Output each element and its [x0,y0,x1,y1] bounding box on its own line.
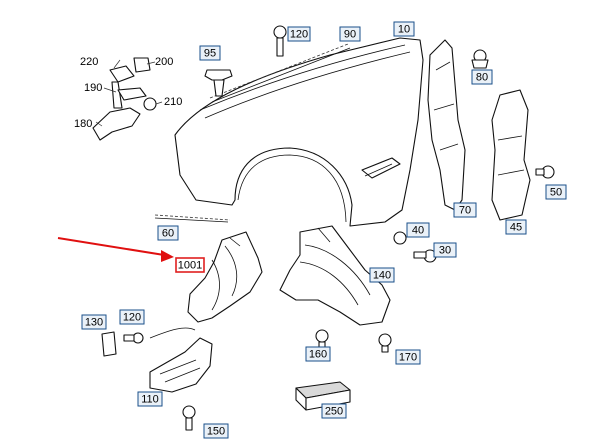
callout-label: 170 [399,352,417,364]
trim-strip [154,214,231,221]
callout-box [393,21,415,37]
callout-box [433,242,457,258]
part-label-200: 200 [155,56,173,68]
callout-170: 170 [395,349,421,365]
part-label-190: 190 [84,82,102,94]
screw-150 [182,405,196,431]
callout-box [137,391,163,407]
liner-1001 [187,231,263,323]
callout-70: 70 [453,202,477,218]
callout-box [471,69,493,85]
callout-box [406,222,430,238]
callout-box [395,349,421,365]
callout-label: 95 [204,48,216,60]
callout-50: 50 [545,184,567,200]
fender-panel [174,37,424,227]
plain-label-group: 220 200 190 210 180 [74,56,182,130]
clip-95 [204,69,233,97]
clip-130 [101,331,117,357]
screw-30 [413,249,437,263]
callout-box [199,45,221,61]
lower-panel-110 [149,337,213,393]
callout-box [305,346,331,362]
callout-label: 160 [309,349,327,361]
callout-box [157,225,179,241]
bracket-70 [427,39,466,211]
callout-110: 110 [137,391,163,407]
callout-250: 250 [321,403,347,419]
wheel-arch-liner-140 [279,225,391,326]
clip-80 [471,49,489,69]
bracket-45 [491,89,531,221]
hinge-assembly [92,57,163,141]
callout-box [81,314,107,330]
callout-label: 130 [85,317,103,329]
callout-120: 120 [287,26,311,42]
callout-box [203,423,229,439]
screw-50 [535,165,555,179]
callout-box [453,202,477,218]
callout-label: 60 [162,228,174,240]
block-250 [295,381,351,411]
callout-label: 10 [398,24,410,36]
nut-40 [393,231,407,245]
callout-label: 40 [412,225,424,237]
callout-box [545,184,567,200]
callout-140: 140 [369,267,395,283]
callout-box [321,403,347,419]
callout-box [175,257,205,273]
part-label-180: 180 [74,118,92,130]
callout-130: 130 [81,314,107,330]
part-label-210: 210 [164,96,182,108]
callout-box [287,26,311,42]
callout-label: 30 [439,245,451,257]
callout-box [339,26,361,42]
callout-box [119,309,145,325]
callout-60: 60 [157,225,179,241]
callout-label: 45 [510,222,522,234]
callout-10: 10 [393,21,415,37]
callout-45: 45 [505,219,527,235]
callout-90: 90 [339,26,361,42]
callout-label: 250 [325,406,343,418]
callout-120b: 120 [119,309,145,325]
callout-box [369,267,395,283]
callout-30: 30 [433,242,457,258]
callout-1001: 1001 [175,257,205,273]
callout-40: 40 [406,222,430,238]
callout-label: 50 [550,187,562,199]
callout-label: 70 [459,205,471,217]
callout-label: 120 [290,29,308,41]
callout-150: 150 [203,423,229,439]
callout-label: 110 [141,394,159,406]
callout-label: 150 [207,426,225,438]
screw-120-top [273,25,287,57]
callout-label: 1001 [178,260,202,272]
callout-label: 80 [476,72,488,84]
callout-label: 90 [344,29,356,41]
callout-95: 95 [199,45,221,61]
callout-box [505,219,527,235]
callout-80: 80 [471,69,493,85]
part-label-220: 220 [80,56,98,68]
screw-160 [315,329,329,349]
highlight-arrow [57,237,174,262]
callout-group: 10 40 45 50 60 70 80 90 95 110 120 130 140 150 160 170 2… [81,21,567,439]
callout-160: 160 [305,346,331,362]
screw-120b [123,332,144,344]
screw-170 [378,333,392,353]
callout-label: 140 [373,270,391,282]
callout-label: 120 [123,312,141,324]
